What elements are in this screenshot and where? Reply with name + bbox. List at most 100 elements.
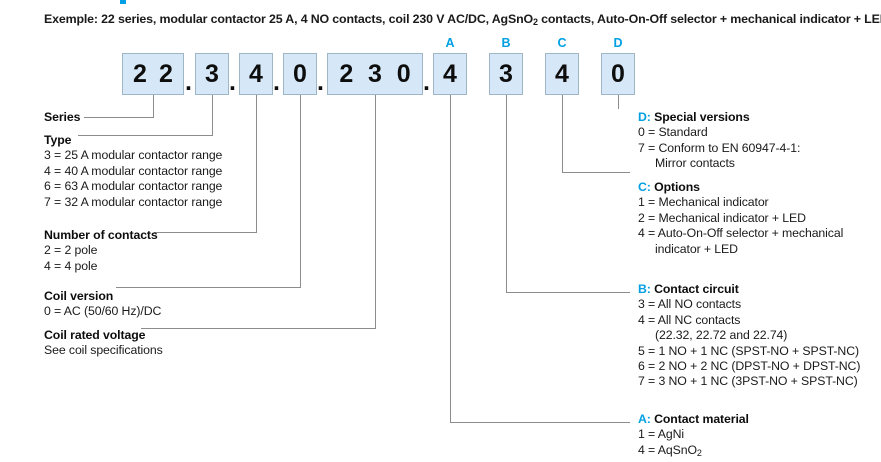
code-digit: 3 (205, 59, 219, 88)
desc-row: 1 = AgNi (638, 427, 685, 442)
code-separator-dot: . (273, 68, 280, 96)
group-letter-c: C (557, 36, 567, 50)
desc-title-text: Options (650, 180, 700, 194)
connector-line-vertical (506, 95, 507, 292)
code-separator-dot: . (317, 68, 324, 96)
code-digit: 0 (611, 59, 625, 88)
desc-row: 2 = 2 pole (44, 243, 98, 258)
example-caption: Exemple: 22 series, modular contactor 25… (44, 12, 881, 27)
code-separator-dot: . (185, 68, 192, 96)
desc-title-text: Contact material (650, 412, 749, 426)
desc-row: 7 = 32 A modular contactor range (44, 194, 223, 209)
code-box-4: 0 (283, 53, 317, 95)
desc-key: B: (638, 282, 651, 296)
desc-title: Type (44, 133, 72, 147)
connector-line-vertical (618, 95, 619, 109)
desc-row-text: 4 = AqSnO (638, 442, 697, 457)
heading-fragment (120, 0, 126, 4)
desc-row-subscript: 2 (696, 447, 702, 458)
group-letter-b: B (501, 36, 511, 50)
connector-line-horizontal (562, 172, 630, 173)
desc-row: 0 = AC (50/60 Hz)/DC (44, 304, 162, 319)
desc-row: 3 = 25 A modular contactor range (44, 148, 223, 163)
desc-row: 4 = 4 pole (44, 258, 98, 273)
caption-prefix: Exemple: 22 series, modular contactor 25… (44, 12, 533, 26)
connector-line-vertical (212, 95, 213, 135)
desc-title-text: Special versions (650, 110, 750, 124)
desc-row: 4 = All NC contacts (638, 312, 741, 327)
desc-row: (22.32, 22.72 and 22.74) (655, 328, 788, 343)
connector-line-horizontal (506, 292, 630, 293)
code-box-7: 3 (489, 53, 523, 95)
desc-title: Coil rated voltage (44, 328, 146, 342)
code-digit: 3 (368, 59, 382, 88)
desc-title: Number of contacts (44, 228, 158, 242)
desc-row: Mirror contacts (655, 156, 735, 171)
desc-block-series: Series (44, 110, 80, 125)
desc-title: A: Contact material (638, 412, 749, 427)
group-letter-a: A (445, 36, 455, 50)
desc-row: indicator + LED (655, 241, 738, 256)
connector-line-vertical (450, 95, 451, 422)
connector-line-vertical (300, 95, 301, 287)
connector-line-horizontal (116, 287, 301, 288)
connector-line-vertical (256, 95, 257, 232)
desc-title: B: Contact circuit (638, 282, 860, 297)
desc-row: 1 = Mechanical indicator (638, 195, 769, 210)
connector-line-horizontal (154, 232, 257, 233)
code-digit: 4 (249, 59, 263, 88)
code-digit: 4 (555, 59, 569, 88)
code-box-2: 3 (195, 53, 229, 95)
code-digit: 2 (159, 59, 173, 88)
code-digit: 0 (293, 59, 307, 88)
desc-row: 4 = Auto-On-Off selector + mechanical (638, 226, 844, 241)
code-digit: 2 (339, 59, 354, 88)
connector-line-vertical (562, 95, 563, 172)
code-separator-dot: . (423, 68, 430, 96)
desc-row: 6 = 63 A modular contactor range (44, 179, 223, 194)
connector-line-horizontal (84, 117, 154, 118)
desc-row: 4 = AqSnO2 (638, 443, 749, 459)
desc-key: C: (638, 180, 651, 194)
code-box-3: 4 (239, 53, 273, 95)
caption-subscript: 2 (533, 17, 538, 27)
desc-row: 4 = 40 A modular contactor range (44, 163, 223, 178)
connector-line-horizontal (141, 328, 376, 329)
code-digit: 4 (443, 59, 457, 88)
caption-suffix: contacts, Auto-On-Off selector + mechani… (537, 12, 881, 26)
connector-line-vertical (375, 95, 376, 328)
desc-key: D: (638, 110, 651, 124)
desc-title: D: Special versions (638, 110, 800, 125)
code-box-6: 4 (433, 53, 467, 95)
connector-line-horizontal (450, 422, 630, 423)
code-digit: 2 (133, 59, 147, 88)
desc-key: A: (638, 412, 651, 426)
code-separator-dot: . (229, 68, 236, 96)
code-box-9: 0 (601, 53, 635, 95)
desc-title: Coil version (44, 289, 114, 303)
group-letter-d: D (613, 36, 623, 50)
desc-row: 3 = All NO contacts (638, 297, 742, 312)
desc-row: 6 = 2 NO + 2 NC (DPST-NO + DPST-NC) (638, 359, 861, 374)
desc-row: 7 = 3 NO + 1 NC (3PST-NO + SPST-NC) (638, 374, 858, 389)
code-digit: 3 (499, 59, 513, 88)
connector-line-horizontal (78, 135, 213, 136)
desc-row: 0 = Standard (638, 125, 708, 140)
desc-row: 2 = Mechanical indicator + LED (638, 210, 806, 225)
desc-row: See coil specifications (44, 343, 163, 358)
desc-row: 5 = 1 NO + 1 NC (SPST-NO + SPST-NC) (638, 343, 859, 358)
desc-title-text: Contact circuit (650, 282, 739, 296)
desc-row: 7 = Conform to EN 60947-4-1: (638, 140, 801, 155)
code-box-8: 4 (545, 53, 579, 95)
